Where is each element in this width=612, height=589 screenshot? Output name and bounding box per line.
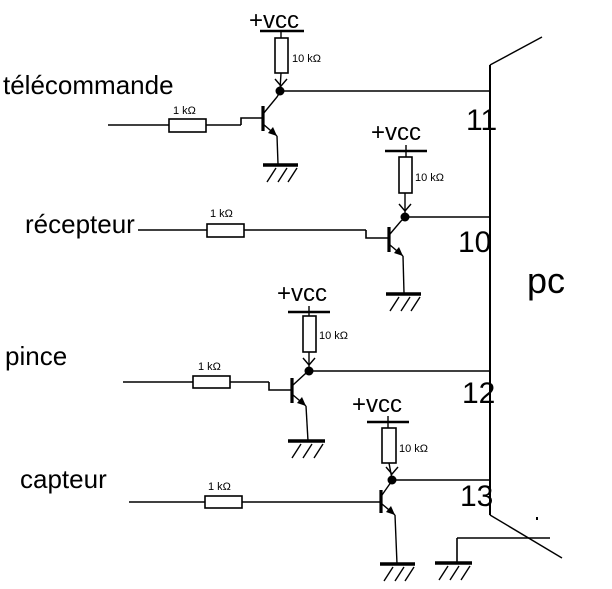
npn-transistor — [261, 91, 281, 137]
pullup-resistor-value: 10 kΩ — [415, 172, 444, 184]
vcc-label: +vcc — [352, 391, 402, 418]
ground-symbol — [435, 561, 472, 581]
channel-telecommande: télécommande +vcc 10 kΩ 1 kΩ 11 — [3, 7, 497, 183]
ground-symbol — [386, 292, 421, 312]
series-resistor-value: 1 kΩ — [210, 208, 233, 220]
pin-number: 11 — [466, 104, 497, 137]
down-arrow — [302, 357, 316, 367]
ground-symbol — [380, 562, 415, 582]
emitter-arrow — [386, 506, 395, 515]
channel-label: pince — [5, 341, 67, 371]
emitter-arrow — [268, 127, 277, 136]
vcc-label: +vcc — [371, 119, 421, 146]
npn-transistor — [387, 217, 406, 257]
channel-recepteur: récepteur +vcc 10 kΩ 1 kΩ 10 — [25, 119, 491, 312]
series-resistor — [168, 118, 207, 133]
ground-symbol — [263, 163, 298, 183]
pc-connector-bottom-lead — [489, 514, 563, 559]
pin-number: 10 — [458, 226, 491, 259]
channel-label: télécommande — [3, 70, 174, 100]
pullup-resistor — [274, 37, 289, 74]
vcc-label: +vcc — [249, 7, 299, 34]
series-resistor — [204, 495, 243, 509]
pc-connector-top-lead — [489, 36, 543, 66]
channel-label: récepteur — [25, 209, 135, 239]
pullup-resistor — [302, 315, 317, 353]
emitter-arrow — [394, 247, 403, 256]
pc-connector: pc — [489, 36, 565, 559]
npn-transistor — [379, 480, 396, 516]
down-arrow — [385, 466, 399, 476]
channel-capteur: capteur +vcc 10 kΩ 1 kΩ 13 — [20, 391, 493, 582]
series-resistor — [192, 375, 231, 389]
pullup-resistor-value: 10 kΩ — [399, 443, 428, 455]
pullup-resistor — [398, 156, 413, 194]
series-resistor — [206, 223, 245, 238]
emitter-arrow — [297, 397, 306, 406]
pullup-resistor-value: 10 kΩ — [319, 330, 348, 342]
vcc-label: +vcc — [277, 280, 327, 307]
ground-symbol — [288, 439, 325, 459]
series-resistor-value: 1 kΩ — [208, 481, 231, 493]
pin-number: 13 — [460, 480, 493, 513]
stray-dot-mark — [536, 517, 538, 520]
channel-pince: pince +vcc 10 kΩ 1 kΩ 12 — [5, 280, 495, 459]
connector-ground — [435, 517, 550, 581]
down-arrow — [398, 203, 412, 213]
channel-label: capteur — [20, 464, 107, 494]
pullup-resistor-value: 10 kΩ — [292, 53, 321, 65]
series-resistor-value: 1 kΩ — [173, 105, 196, 117]
npn-transistor — [290, 371, 310, 407]
series-resistor-value: 1 kΩ — [198, 361, 221, 373]
pullup-resistor — [381, 427, 397, 464]
pc-label: pc — [527, 260, 565, 301]
down-arrow — [274, 78, 288, 88]
